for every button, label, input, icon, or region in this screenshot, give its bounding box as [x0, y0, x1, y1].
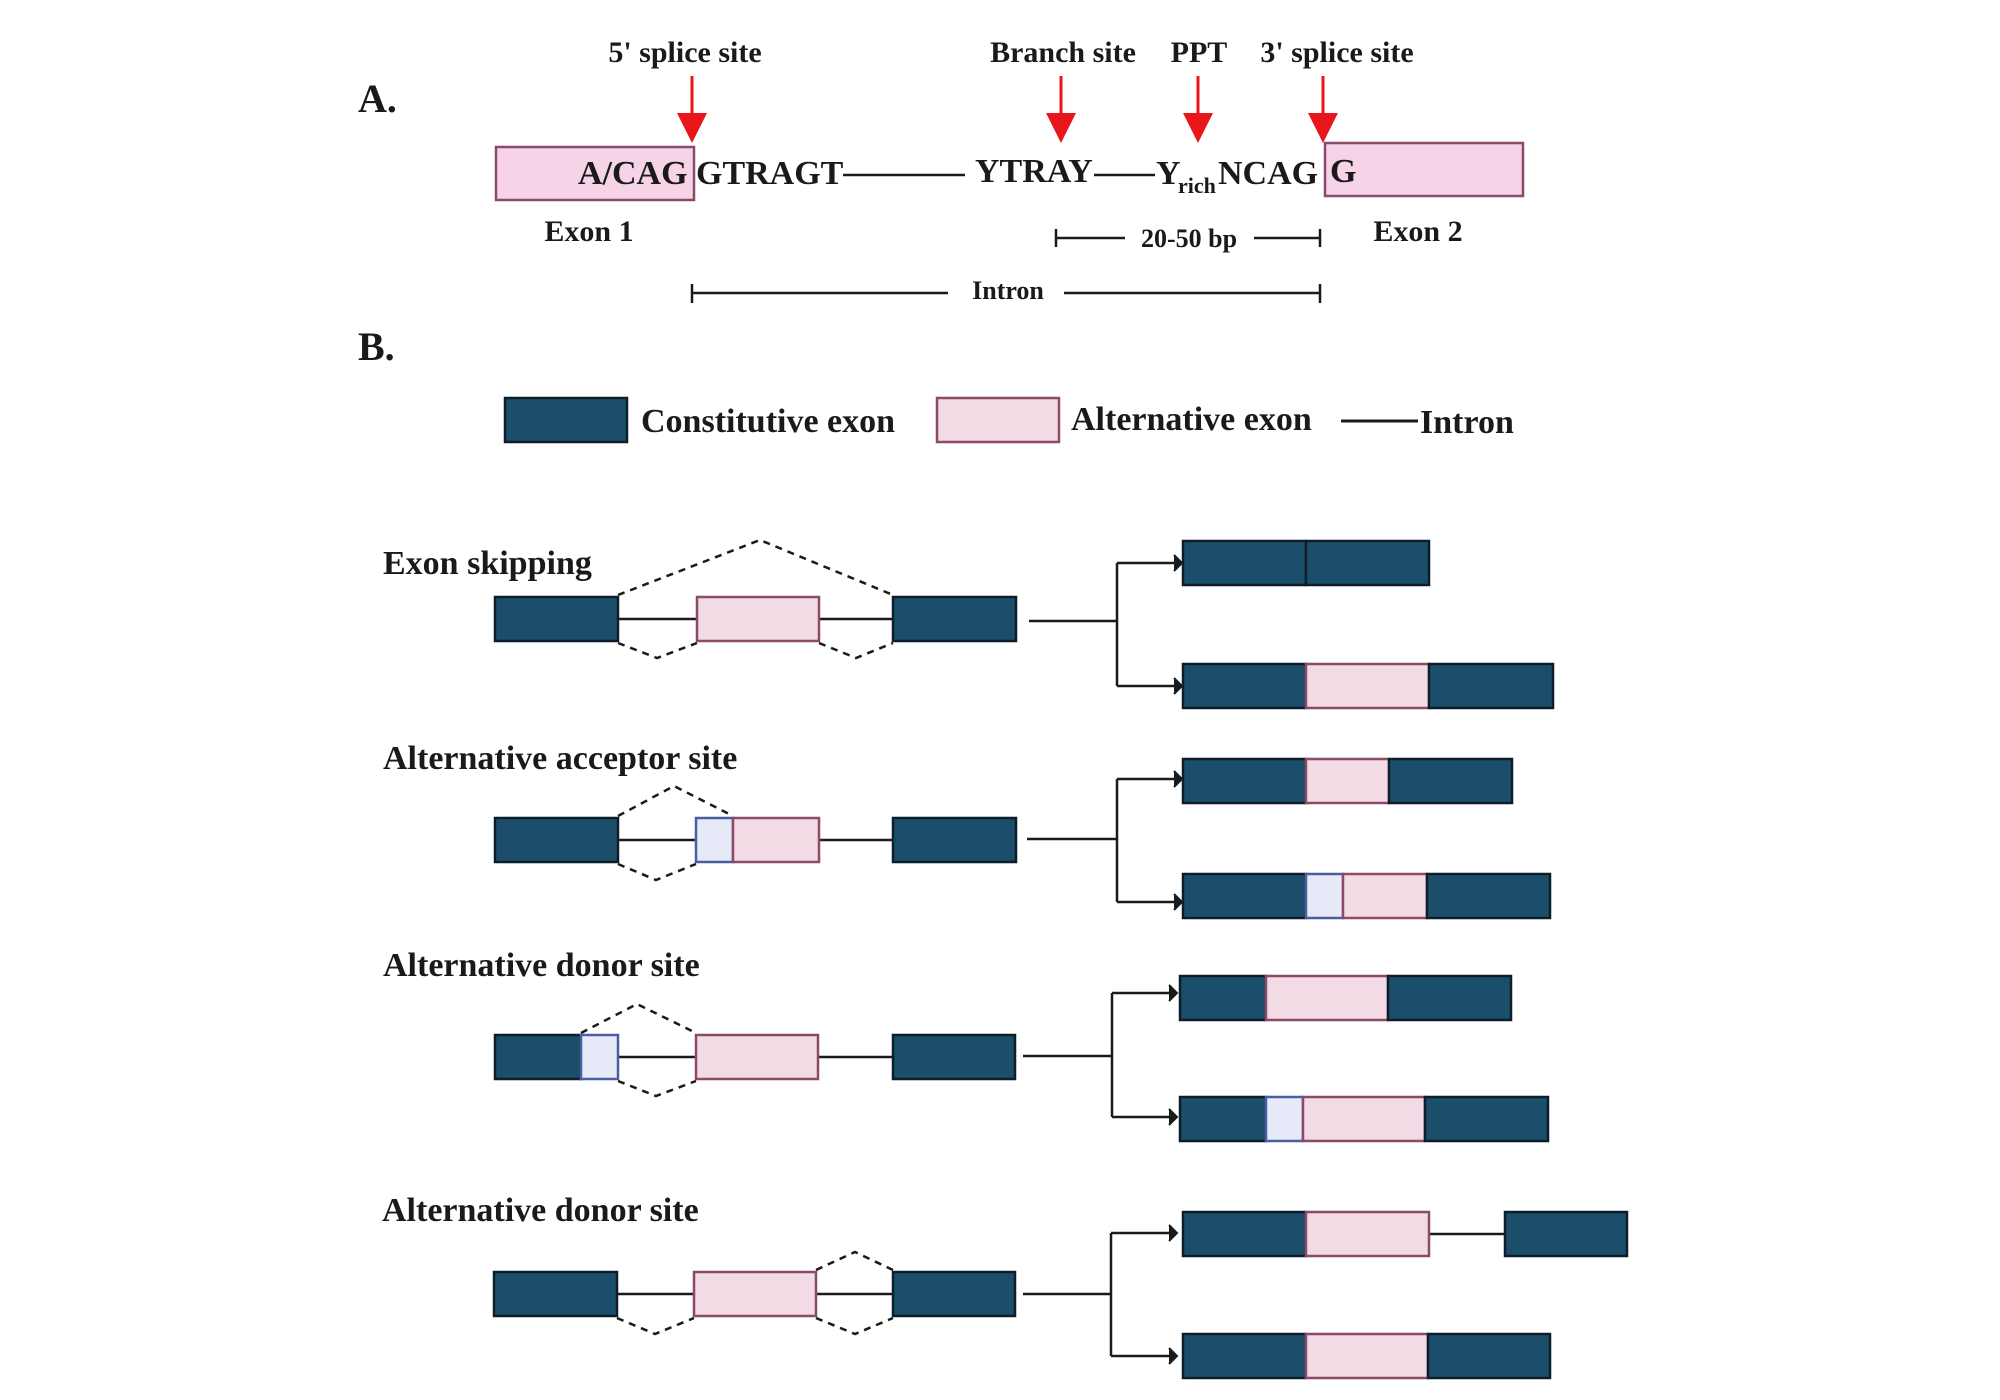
panel-b-label: B.: [358, 324, 395, 369]
alternative-site: [1264, 1095, 1305, 1143]
constitutive-exon: [891, 1033, 1017, 1081]
exon1-end-seq: A/CAG: [578, 155, 688, 192]
ppt-y: Y: [1156, 155, 1181, 192]
splice-path-lower-right: [815, 1316, 894, 1336]
three-prime-site-label: 3' splice site: [1260, 36, 1413, 69]
event-title: Exon skipping: [383, 545, 592, 582]
result-branch-arrows: [1027, 777, 1178, 904]
splice-path-lower-left: [616, 1316, 695, 1336]
legend-constitutive-label: Constitutive exon: [641, 403, 895, 440]
panel-a-label: A.: [358, 76, 397, 121]
constitutive-exon: [1423, 1095, 1550, 1143]
legend-constitutive-swatch: [503, 396, 629, 444]
branch-seq: YTRAY: [975, 153, 1093, 190]
exon-2-label: Exon 2: [1373, 215, 1462, 248]
alternative-exon: [731, 816, 821, 864]
constitutive-exon: [1178, 1095, 1268, 1143]
constitutive-exon: [492, 1270, 619, 1318]
five-prime-site-label: 5' splice site: [608, 36, 761, 69]
alternative-exon: [1341, 872, 1429, 920]
event-alternative-donor: Alternative donor site: [383, 947, 1550, 1143]
donor-seq: GTRAGT: [696, 155, 844, 192]
alternative-exon: [692, 1270, 818, 1318]
alternative-exon: [1304, 1210, 1431, 1258]
constitutive-exon: [1387, 757, 1514, 805]
legend-alternative-swatch: [935, 396, 1061, 444]
alternative-exon: [1304, 662, 1431, 710]
result-branch-arrows: [1023, 991, 1173, 1119]
alternative-site: [694, 816, 735, 864]
exon-1-box: [494, 145, 696, 202]
result-branch-arrows: [1023, 1231, 1173, 1358]
alternative-site: [579, 1033, 620, 1081]
splice-path-upper: [815, 1250, 894, 1272]
constitutive-exon: [1386, 974, 1513, 1022]
legend-intron-label: Intron: [1420, 404, 1514, 441]
constitutive-exon: [1181, 1332, 1308, 1380]
distance-bracket: [1054, 229, 1322, 247]
alternative-exon: [1304, 1332, 1430, 1380]
constitutive-exon: [1181, 539, 1308, 587]
exon-2-box: [1323, 141, 1525, 198]
constitutive-exon: [891, 595, 1018, 643]
splice-path-upper: [617, 784, 734, 818]
alternative-site: [1304, 872, 1345, 920]
intron-bracket: [690, 284, 1322, 303]
alternative-exon: [1301, 1095, 1427, 1143]
event-alternative-donor-2: Alternative donor site: [382, 1192, 1629, 1380]
constitutive-exon: [1427, 662, 1555, 710]
constitutive-exon: [1426, 1332, 1552, 1380]
splice-path-upper: [580, 1002, 697, 1035]
constitutive-exon: [493, 816, 620, 864]
alternative-exon: [1264, 974, 1390, 1022]
alternative-exon: [1304, 757, 1391, 805]
exon2-start-seq: G: [1330, 153, 1356, 190]
splice-path-lower: [617, 1079, 697, 1098]
constitutive-exon: [1178, 974, 1268, 1022]
constitutive-exon: [1425, 872, 1552, 920]
exon-1-label: Exon 1: [544, 215, 633, 248]
ppt-label: PPT: [1171, 36, 1228, 69]
splice-path-include-left: [617, 641, 698, 660]
acceptor-seq: NCAG: [1218, 155, 1318, 192]
constitutive-exon: [1181, 757, 1308, 805]
alternative-exon: [694, 1033, 820, 1081]
constitutive-exon: [493, 595, 620, 643]
splice-path-include-right: [818, 641, 894, 660]
splice-path-skip: [617, 538, 894, 597]
result-branch-arrows: [1029, 561, 1178, 688]
constitutive-exon: [1181, 872, 1308, 920]
ppt-rich-subscript: rich: [1178, 173, 1216, 198]
event-exon-skipping: Exon skipping: [383, 538, 1555, 710]
branch-site-label: Branch site: [990, 36, 1136, 69]
legend: Constitutive exon Alternative exon Intro…: [503, 396, 1514, 444]
event-alternative-acceptor: Alternative acceptor site: [383, 740, 1552, 920]
constitutive-exon: [1181, 1210, 1308, 1258]
event-title: Alternative acceptor site: [383, 740, 737, 777]
constitutive-exon: [891, 816, 1018, 864]
constitutive-exon: [1503, 1210, 1629, 1258]
distance-label: 20-50 bp: [1141, 224, 1237, 253]
event-title: Alternative donor site: [382, 1192, 699, 1229]
splice-path-lower: [617, 862, 697, 882]
alternative-exon: [695, 595, 821, 643]
event-title: Alternative donor site: [383, 947, 700, 984]
red-arrows: [677, 76, 1338, 143]
constitutive-exon: [493, 1033, 583, 1081]
constitutive-exon: [1304, 539, 1431, 587]
intron-length-label: Intron: [972, 276, 1044, 305]
constitutive-exon: [891, 1270, 1017, 1318]
legend-alternative-label: Alternative exon: [1071, 401, 1312, 438]
constitutive-exon: [1181, 662, 1308, 710]
